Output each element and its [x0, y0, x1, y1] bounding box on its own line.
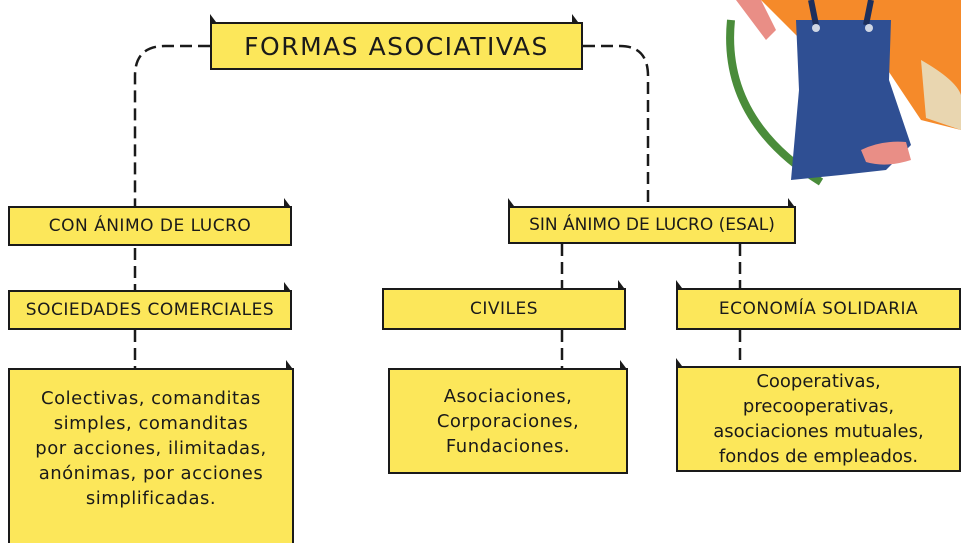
notch-sin-animo-right — [788, 198, 794, 206]
civiles-line-2: Corporaciones, — [436, 410, 580, 432]
hand-icon — [861, 141, 911, 165]
sociedades-line-2: simples, comanditas — [53, 413, 249, 434]
solidaria-label: ECONOMÍA SOLIDARIA — [718, 299, 919, 319]
person-with-apron-illustration — [726, 0, 961, 186]
solidaria-content-box: Cooperativas, precooperativas, asociacio… — [676, 366, 961, 472]
sociedades-box: SOCIEDADES COMERCIALES — [8, 290, 292, 330]
con-animo-label: CON ÁNIMO DE LUCRO — [48, 216, 252, 236]
notch-title-left — [210, 14, 216, 22]
con-animo-box: CON ÁNIMO DE LUCRO — [8, 206, 292, 246]
page-title: FORMAS ASOCIATIVAS — [244, 31, 549, 61]
notch-solidaria-content — [676, 358, 682, 366]
sociedades-content-text: Colectivas, comanditas simples, comandit… — [35, 386, 266, 511]
sociedades-line-3: por acciones, ilimitadas, — [35, 438, 267, 459]
notch-con-animo — [284, 198, 290, 206]
notch-civiles — [618, 280, 624, 288]
notch-sin-animo-left — [508, 198, 514, 206]
strap-icon — [808, 0, 874, 26]
button-left-icon — [812, 24, 820, 32]
notch-title-right — [572, 14, 578, 22]
sin-animo-box: SIN ÁNIMO DE LUCRO (ESAL) — [508, 206, 796, 244]
title-box: FORMAS ASOCIATIVAS — [210, 22, 583, 70]
civiles-content-text: Asociaciones, Corporaciones, Fundaciones… — [437, 384, 579, 459]
apron-icon — [791, 20, 911, 180]
civiles-content-box: Asociaciones, Corporaciones, Fundaciones… — [388, 368, 628, 474]
solidaria-content-text: Cooperativas, precooperativas, asociacio… — [678, 369, 959, 469]
civiles-box: CIVILES — [382, 288, 626, 330]
sleeve-icon — [921, 60, 961, 130]
button-right-icon — [865, 24, 873, 32]
connector-title-right — [583, 44, 650, 210]
notch-civiles-content — [620, 360, 626, 368]
connector-title-left — [133, 44, 210, 208]
solidaria-line-1: Cooperativas, precooperativas, — [742, 371, 895, 417]
solidaria-line-2: asociaciones mutuales, — [713, 421, 924, 442]
sin-animo-label: SIN ÁNIMO DE LUCRO (ESAL) — [529, 215, 775, 235]
civiles-label: CIVILES — [469, 299, 539, 319]
sociedades-line-4: anónimas, por acciones — [38, 463, 264, 484]
arm-icon — [736, 0, 776, 40]
civiles-line-3: Fundaciones. — [445, 435, 571, 457]
notch-solidaria — [676, 280, 682, 288]
sociedades-line-1: Colectivas, comanditas — [41, 388, 261, 409]
sociedades-content-box: Colectivas, comanditas simples, comandit… — [8, 368, 294, 543]
solidaria-line-3: fondos de empleados. — [718, 446, 919, 467]
notch-sociedades-content — [286, 360, 292, 368]
notch-sociedades — [284, 282, 290, 290]
civiles-line-1: Asociaciones, — [443, 385, 573, 407]
sociedades-line-5: simplificadas. — [85, 488, 217, 509]
sociedades-label: SOCIEDADES COMERCIALES — [25, 300, 275, 320]
solidaria-box: ECONOMÍA SOLIDARIA — [676, 288, 961, 330]
